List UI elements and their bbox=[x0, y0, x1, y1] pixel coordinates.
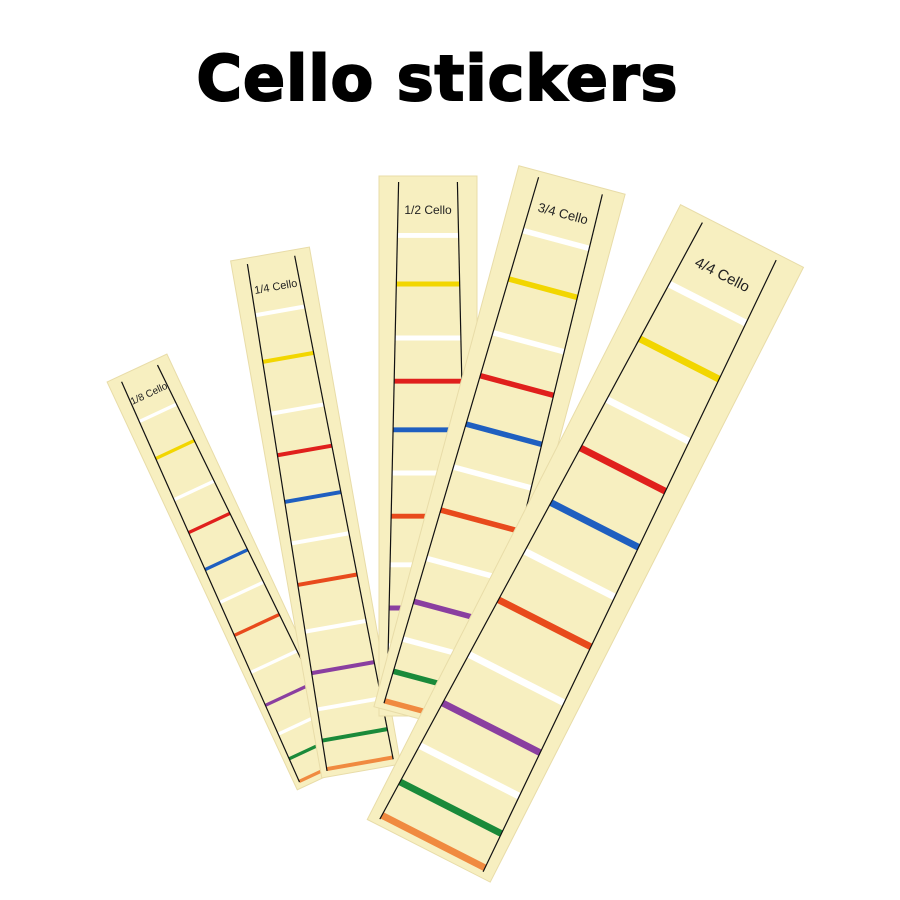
fret-line bbox=[317, 696, 382, 712]
fret-line bbox=[326, 755, 394, 772]
fret-line bbox=[523, 548, 617, 601]
fret-line bbox=[605, 396, 691, 445]
page-title: Cello stickers bbox=[196, 41, 679, 116]
string-line bbox=[383, 177, 540, 704]
fret-line bbox=[440, 507, 522, 535]
fret-line bbox=[311, 660, 375, 676]
fret-line bbox=[507, 276, 579, 301]
fret-line bbox=[204, 548, 249, 572]
fret-line bbox=[219, 580, 265, 605]
fret-line bbox=[380, 812, 487, 871]
string-line bbox=[246, 263, 328, 772]
fret-line bbox=[667, 280, 748, 327]
fret-line bbox=[304, 618, 367, 634]
fret-line bbox=[492, 330, 565, 355]
fret-line bbox=[479, 373, 555, 399]
fret-line bbox=[297, 572, 358, 587]
fret-line bbox=[418, 742, 521, 800]
fret-line bbox=[277, 443, 333, 458]
fret-line bbox=[173, 479, 215, 502]
fret-line bbox=[467, 651, 566, 706]
fret-line bbox=[255, 304, 306, 318]
fret-line bbox=[452, 464, 532, 491]
fret-line bbox=[578, 444, 668, 495]
fingerboard-sticker: 1/4 Cello bbox=[230, 246, 402, 779]
fret-line bbox=[465, 421, 543, 448]
fret-line bbox=[138, 402, 178, 424]
fret-line bbox=[522, 227, 591, 252]
string-line bbox=[482, 259, 777, 873]
fret-line bbox=[250, 649, 298, 674]
fret-line bbox=[496, 596, 593, 650]
fingerboard-sticker: 4/4 Cello bbox=[366, 204, 805, 883]
fret-line bbox=[549, 499, 641, 551]
string-line bbox=[379, 222, 703, 820]
fret-line bbox=[187, 511, 231, 535]
sticker-body bbox=[230, 246, 402, 779]
fret-line bbox=[398, 778, 503, 837]
string-line bbox=[294, 255, 394, 760]
fret-line bbox=[270, 402, 325, 416]
string-line bbox=[121, 381, 301, 783]
fret-line bbox=[262, 350, 315, 364]
fret-line bbox=[290, 531, 350, 546]
fret-line bbox=[264, 681, 314, 707]
sticker-body bbox=[366, 204, 805, 883]
string-line bbox=[386, 181, 400, 711]
fret-line bbox=[441, 699, 542, 756]
fret-line bbox=[233, 612, 280, 637]
fret-line bbox=[284, 490, 342, 504]
size-label: 1/2 Cello bbox=[404, 203, 452, 217]
fret-line bbox=[154, 439, 196, 461]
fret-line bbox=[322, 727, 388, 743]
fret-line bbox=[637, 335, 721, 383]
